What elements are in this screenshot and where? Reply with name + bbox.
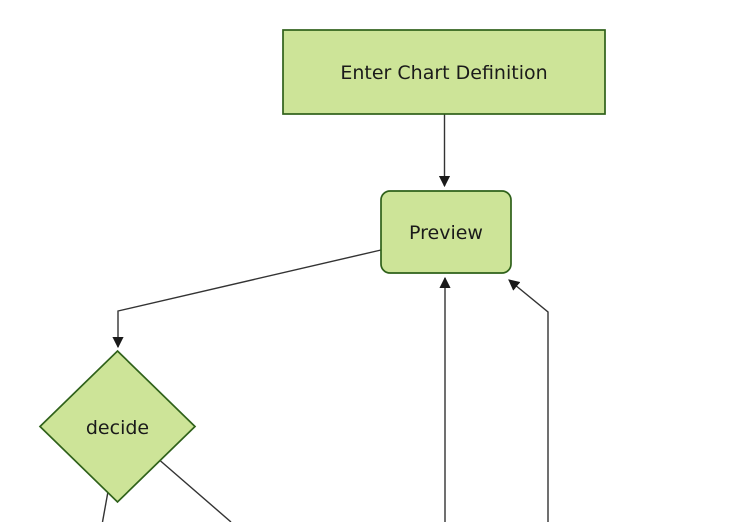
node-enter-chart-definition: Enter Chart Definition	[282, 29, 606, 115]
node-preview: Preview	[380, 190, 512, 274]
decide-diamond	[38, 349, 197, 504]
edge-offscreen-right-to-preview	[508, 279, 549, 522]
edge-decide-to-offscreen-bottom-right	[159, 459, 232, 522]
decide-label: decide	[86, 417, 149, 439]
edge-decide-to-offscreen-bottom	[101, 491, 109, 522]
edge-preview-to-decide	[112, 249, 382, 349]
node-decide: decide	[38, 349, 197, 504]
enter-chart-definition-label: Enter Chart Definition	[340, 62, 547, 84]
preview-rect	[380, 190, 512, 274]
enter-chart-definition-rect	[282, 29, 606, 115]
preview-label: Preview	[409, 222, 483, 244]
